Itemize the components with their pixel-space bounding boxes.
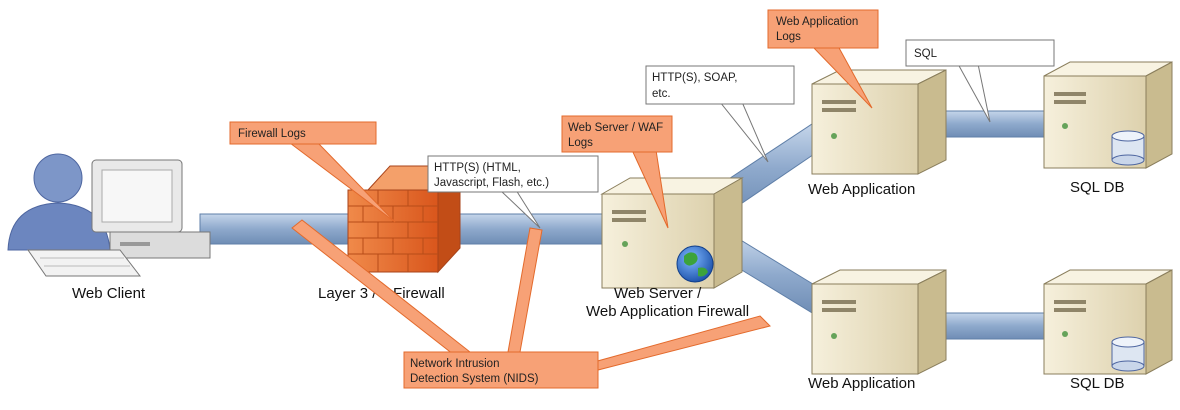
web-app-logs-label-1: Web Application (776, 16, 858, 28)
sql-db-top-label: SQL DB (1070, 179, 1124, 196)
firewall-logs-callout: Firewall Logs (229, 121, 396, 223)
nids-label-2: Detection System (NIDS) (410, 373, 539, 385)
web-client-label: Web Client (72, 285, 146, 302)
web-client-icon (7, 153, 211, 277)
soap-label-2: etc. (652, 88, 671, 100)
sql-callout-label: SQL (914, 48, 938, 60)
waf-logs-label-1: Web Server / WAF (568, 122, 663, 134)
nids-label-1: Network Intrusion (410, 358, 499, 370)
globe-icon (676, 245, 714, 283)
soap-label-1: HTTP(S), SOAP, (652, 72, 737, 84)
soap-callout: HTTP(S), SOAP, etc. (645, 65, 795, 163)
database-cylinder-icon (1111, 336, 1145, 372)
pipe-client-firewall (199, 213, 371, 245)
http-html-label-2: Javascript, Flash, etc.) (434, 177, 549, 189)
waf-logs-label-2: Logs (568, 137, 593, 149)
web-app-bottom-icon (811, 269, 947, 375)
sql-db-top-icon (1043, 61, 1173, 169)
sql-db-bottom-label: SQL DB (1070, 375, 1124, 392)
waf-logs-callout: Web Server / WAF Logs (561, 115, 673, 229)
web-app-logs-callout: Web Application Logs (767, 9, 879, 109)
connection-pipes (199, 110, 1061, 340)
http-html-callout: HTTP(S) (HTML, Javascript, Flash, etc.) (427, 155, 599, 229)
web-server-icon (600, 177, 744, 289)
pipe-app-sql-top (939, 110, 1061, 138)
pipe-app-sql-bottom (939, 312, 1061, 340)
http-html-label-1: HTTP(S) (HTML, (434, 162, 521, 174)
firewall-icon (347, 164, 462, 274)
web-app-top-label: Web Application (808, 181, 915, 198)
database-cylinder-icon (1111, 130, 1145, 166)
pipe-firewall-webserver (439, 213, 616, 245)
web-server-label-1: Web Server / (614, 285, 702, 302)
web-app-bottom-label: Web Application (808, 375, 915, 392)
web-app-top-icon (811, 69, 947, 175)
web-app-logs-label-2: Logs (776, 31, 801, 43)
web-server-label-2: Web Application Firewall (586, 303, 749, 320)
nids-callout: Network Intrusion Detection System (NIDS… (291, 219, 771, 389)
firewall-logs-label: Firewall Logs (238, 128, 306, 140)
sql-callout: SQL (905, 39, 1055, 123)
sql-db-bottom-icon (1043, 269, 1173, 375)
